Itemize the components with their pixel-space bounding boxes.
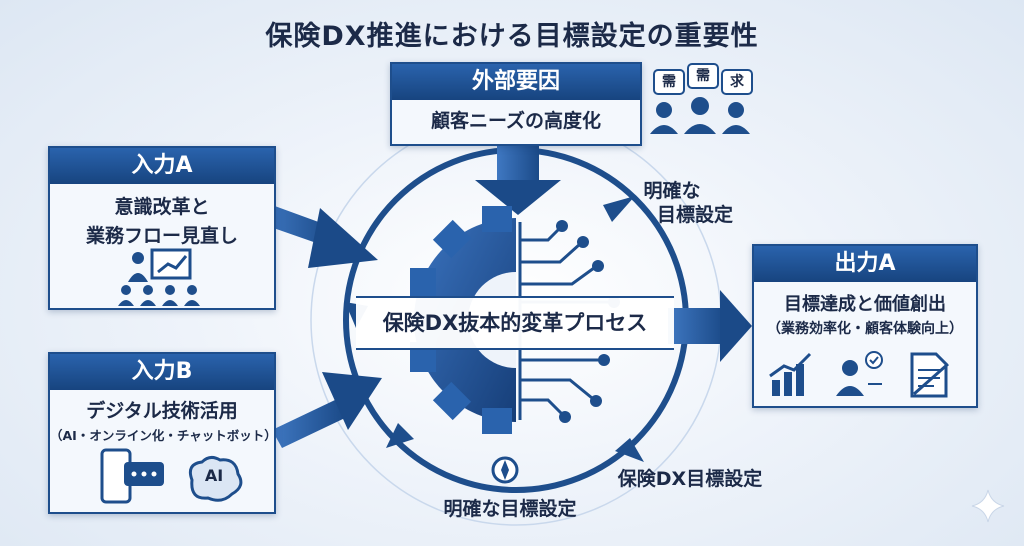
output-a-line1: 目標達成と価値創出 [784, 294, 946, 315]
customer-people-icon [650, 97, 750, 134]
input-a-header: 入力A [50, 148, 274, 184]
ai-brain-label: AI [204, 466, 224, 485]
presentation-icon [118, 248, 200, 306]
arrow-input-a [262, 205, 378, 268]
input-a-line1: 意識改革と [114, 196, 210, 218]
arrow-input-b [272, 372, 382, 448]
ring-arrowhead-top-right [603, 196, 635, 222]
speech-bubbles [653, 63, 753, 95]
arrow-external-down [475, 140, 561, 215]
output-icons [769, 351, 949, 398]
input-b-header: 入力B [50, 354, 274, 390]
input-b-line1: デジタル技術活用 [86, 400, 238, 422]
external-factor-body: 顧客ニーズの高度化 [430, 110, 602, 132]
bubble-text-1: 需 [662, 74, 676, 90]
output-a-line2: （業務効率化・顧客体験向上） [767, 321, 963, 337]
input-b-card: 入力B デジタル技術活用 （AI・オンライン化・チャットボット） AI [48, 352, 277, 514]
customer-check-icon [836, 351, 883, 396]
bubble-text-2: 需 [696, 68, 710, 84]
input-a-line2: 業務フロー見直し [85, 225, 238, 247]
page-title: 保険DX推進における目標設定の重要性 [265, 21, 759, 52]
output-a-card: 出力A 目標達成と価値創出 （業務効率化・顧客体験向上） [752, 244, 978, 408]
smartphone-chat-icon [100, 448, 164, 504]
growth-chart-icon [769, 352, 812, 396]
ai-brain-icon [188, 455, 243, 502]
bubble-text-3: 求 [730, 74, 744, 90]
ring-arrowhead-bottom-right [615, 438, 644, 462]
cycle-label-bottom-center: 明確な目標設定 [443, 498, 577, 520]
input-b-line2: （AI・オンライン化・チャットボット） [50, 428, 277, 443]
output-a-header: 出力A [754, 246, 976, 282]
center-process-label: 保険DX抜本的変革プロセス [356, 296, 674, 350]
external-factor-header: 外部要因 [392, 64, 640, 100]
input-a-card: 入力A 意識改革と 業務フロー見直し [48, 146, 276, 310]
compass-icon [491, 456, 519, 484]
external-factor-card: 外部要因 顧客ニーズの高度化 [390, 62, 642, 146]
arrow-output-a [668, 290, 752, 362]
cycle-label-top-right-2: 目標設定 [656, 204, 733, 226]
cycle-label-bottom-right: 保険DX目標設定 [617, 468, 763, 490]
cycle-label-top-right-1: 明確な [643, 180, 701, 202]
ring-arrowhead-bottom-left [386, 423, 414, 448]
document-icon [910, 352, 949, 398]
sparkle-icon [971, 489, 1005, 523]
